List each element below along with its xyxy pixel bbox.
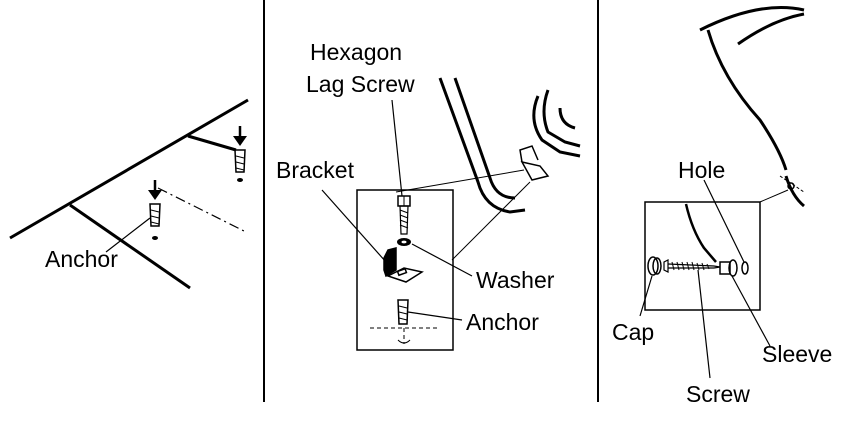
anchor-label: Anchor (45, 246, 118, 272)
washer-label: Washer (476, 267, 555, 293)
screw-leader (391, 99, 403, 197)
anchor-leader (105, 217, 151, 253)
side-screw (663, 259, 721, 273)
sleeve (719, 259, 738, 277)
callout-line-top (395, 169, 525, 193)
screw-label-3: Screw (686, 381, 750, 407)
bracket-anchor (370, 299, 440, 344)
anchor-2 (148, 180, 162, 240)
side-callout-line (759, 189, 789, 203)
cap (647, 256, 662, 276)
screw-label-line1: Hexagon (310, 39, 402, 65)
hole (741, 261, 749, 275)
hex-lag-screw (397, 195, 411, 235)
unit-bracket (519, 145, 550, 181)
floor-outline (9, 98, 249, 290)
hole-label: Hole (678, 157, 725, 183)
panel-side-cap: Hole Cap Sleeve Screw (612, 6, 832, 407)
anchor2-leader (407, 311, 463, 321)
bracket (383, 247, 424, 283)
unit-outline (438, 77, 581, 214)
detail-box (356, 189, 454, 351)
unit-hole (779, 175, 805, 193)
anchor-1 (233, 126, 247, 182)
side-detail-box (644, 201, 761, 311)
side-unit-outline (699, 6, 805, 208)
panel-bracket-mount: Hexagon Lag Screw Bracket Washer Anchor (276, 39, 581, 351)
floor-centerline (157, 187, 247, 233)
screw-leader-3 (697, 269, 711, 379)
bracket-leader (321, 189, 387, 263)
bracket-label: Bracket (276, 157, 355, 183)
cap-label: Cap (612, 319, 654, 345)
anchor-label-2: Anchor (466, 309, 539, 335)
sleeve-label: Sleeve (762, 341, 832, 367)
cap-leader (639, 275, 653, 317)
screw-label-line2: Lag Screw (306, 71, 415, 97)
sleeve-leader (731, 275, 771, 347)
side-detail-surface (684, 203, 717, 263)
hole-leader (703, 179, 745, 263)
washer-leader (411, 243, 473, 277)
panel-floor-anchors: Anchor (9, 98, 249, 290)
washer (397, 238, 411, 246)
callout-line-bottom (451, 181, 531, 261)
